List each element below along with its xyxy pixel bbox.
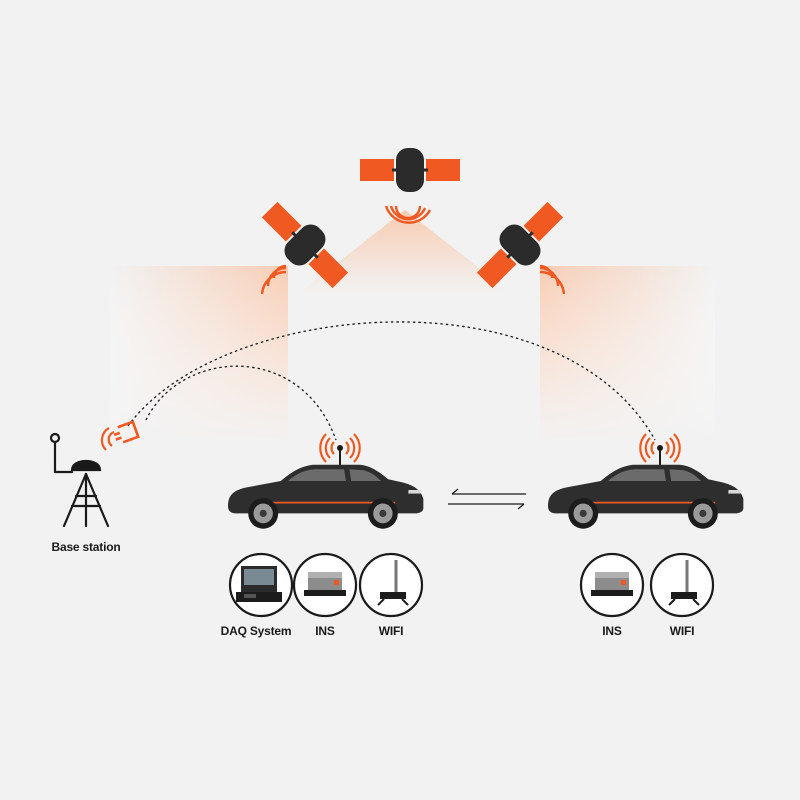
car-antenna-left [319,432,361,466]
satellite-signal-icon [260,205,566,295]
bidirectional-arrow-icon [448,488,526,510]
label-wifi-left: WIFI [378,624,404,638]
label-ins-right: INS [602,624,622,638]
ins-unit-icon [292,552,358,618]
signal-paths [127,321,656,441]
transmitter-signal-icon [100,427,115,451]
transmitter-icon [113,420,140,444]
ins-unit-icon [579,552,645,618]
satellite-icon [360,148,460,192]
suv-car-icon [547,463,745,530]
label-wifi-right: WIFI [669,624,695,638]
wifi-antenna-icon [649,552,715,618]
beam-center [300,210,510,292]
daq-system-icon [228,552,294,618]
label-daq-system: DAQ System [220,624,292,638]
label-base-station: Base station [51,540,121,554]
label-ins-left: INS [315,624,335,638]
suv-car-icon [227,463,425,530]
car-antenna-right [639,432,681,466]
tripod-antenna-icon [49,432,110,528]
wifi-antenna-icon [358,552,424,618]
